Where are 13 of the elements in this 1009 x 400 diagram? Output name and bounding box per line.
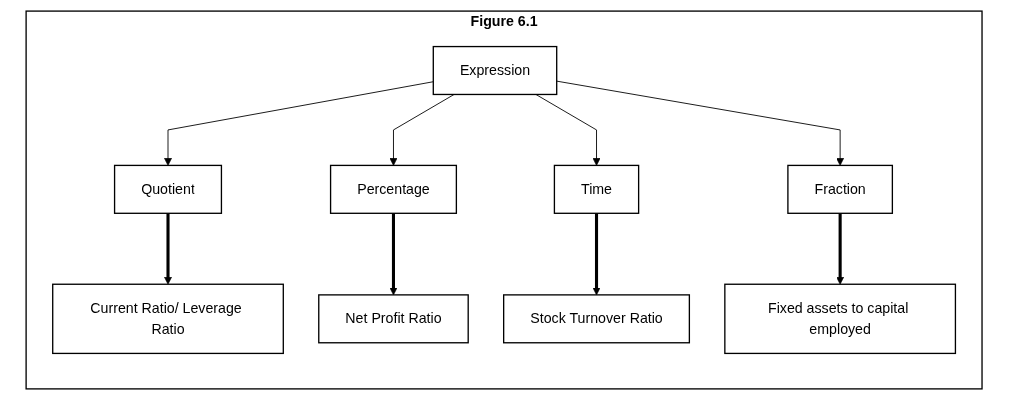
node-box: Net Profit Ratio	[318, 294, 470, 344]
node-box: Fixed assets to capital employed	[724, 283, 957, 355]
node-box: Current Ratio/ Leverage Ratio	[52, 283, 285, 355]
arrow	[836, 213, 845, 285]
arrow	[390, 213, 398, 296]
node-box: Quotient	[114, 164, 223, 214]
node-box: Time	[554, 164, 640, 214]
node-box: Percentage	[330, 164, 458, 214]
node-box: Expression	[433, 45, 558, 96]
arrow	[593, 213, 601, 296]
arrow	[164, 213, 173, 285]
node-box: Stock Turnover Ratio	[503, 294, 691, 344]
node-box: Fraction	[787, 164, 894, 214]
